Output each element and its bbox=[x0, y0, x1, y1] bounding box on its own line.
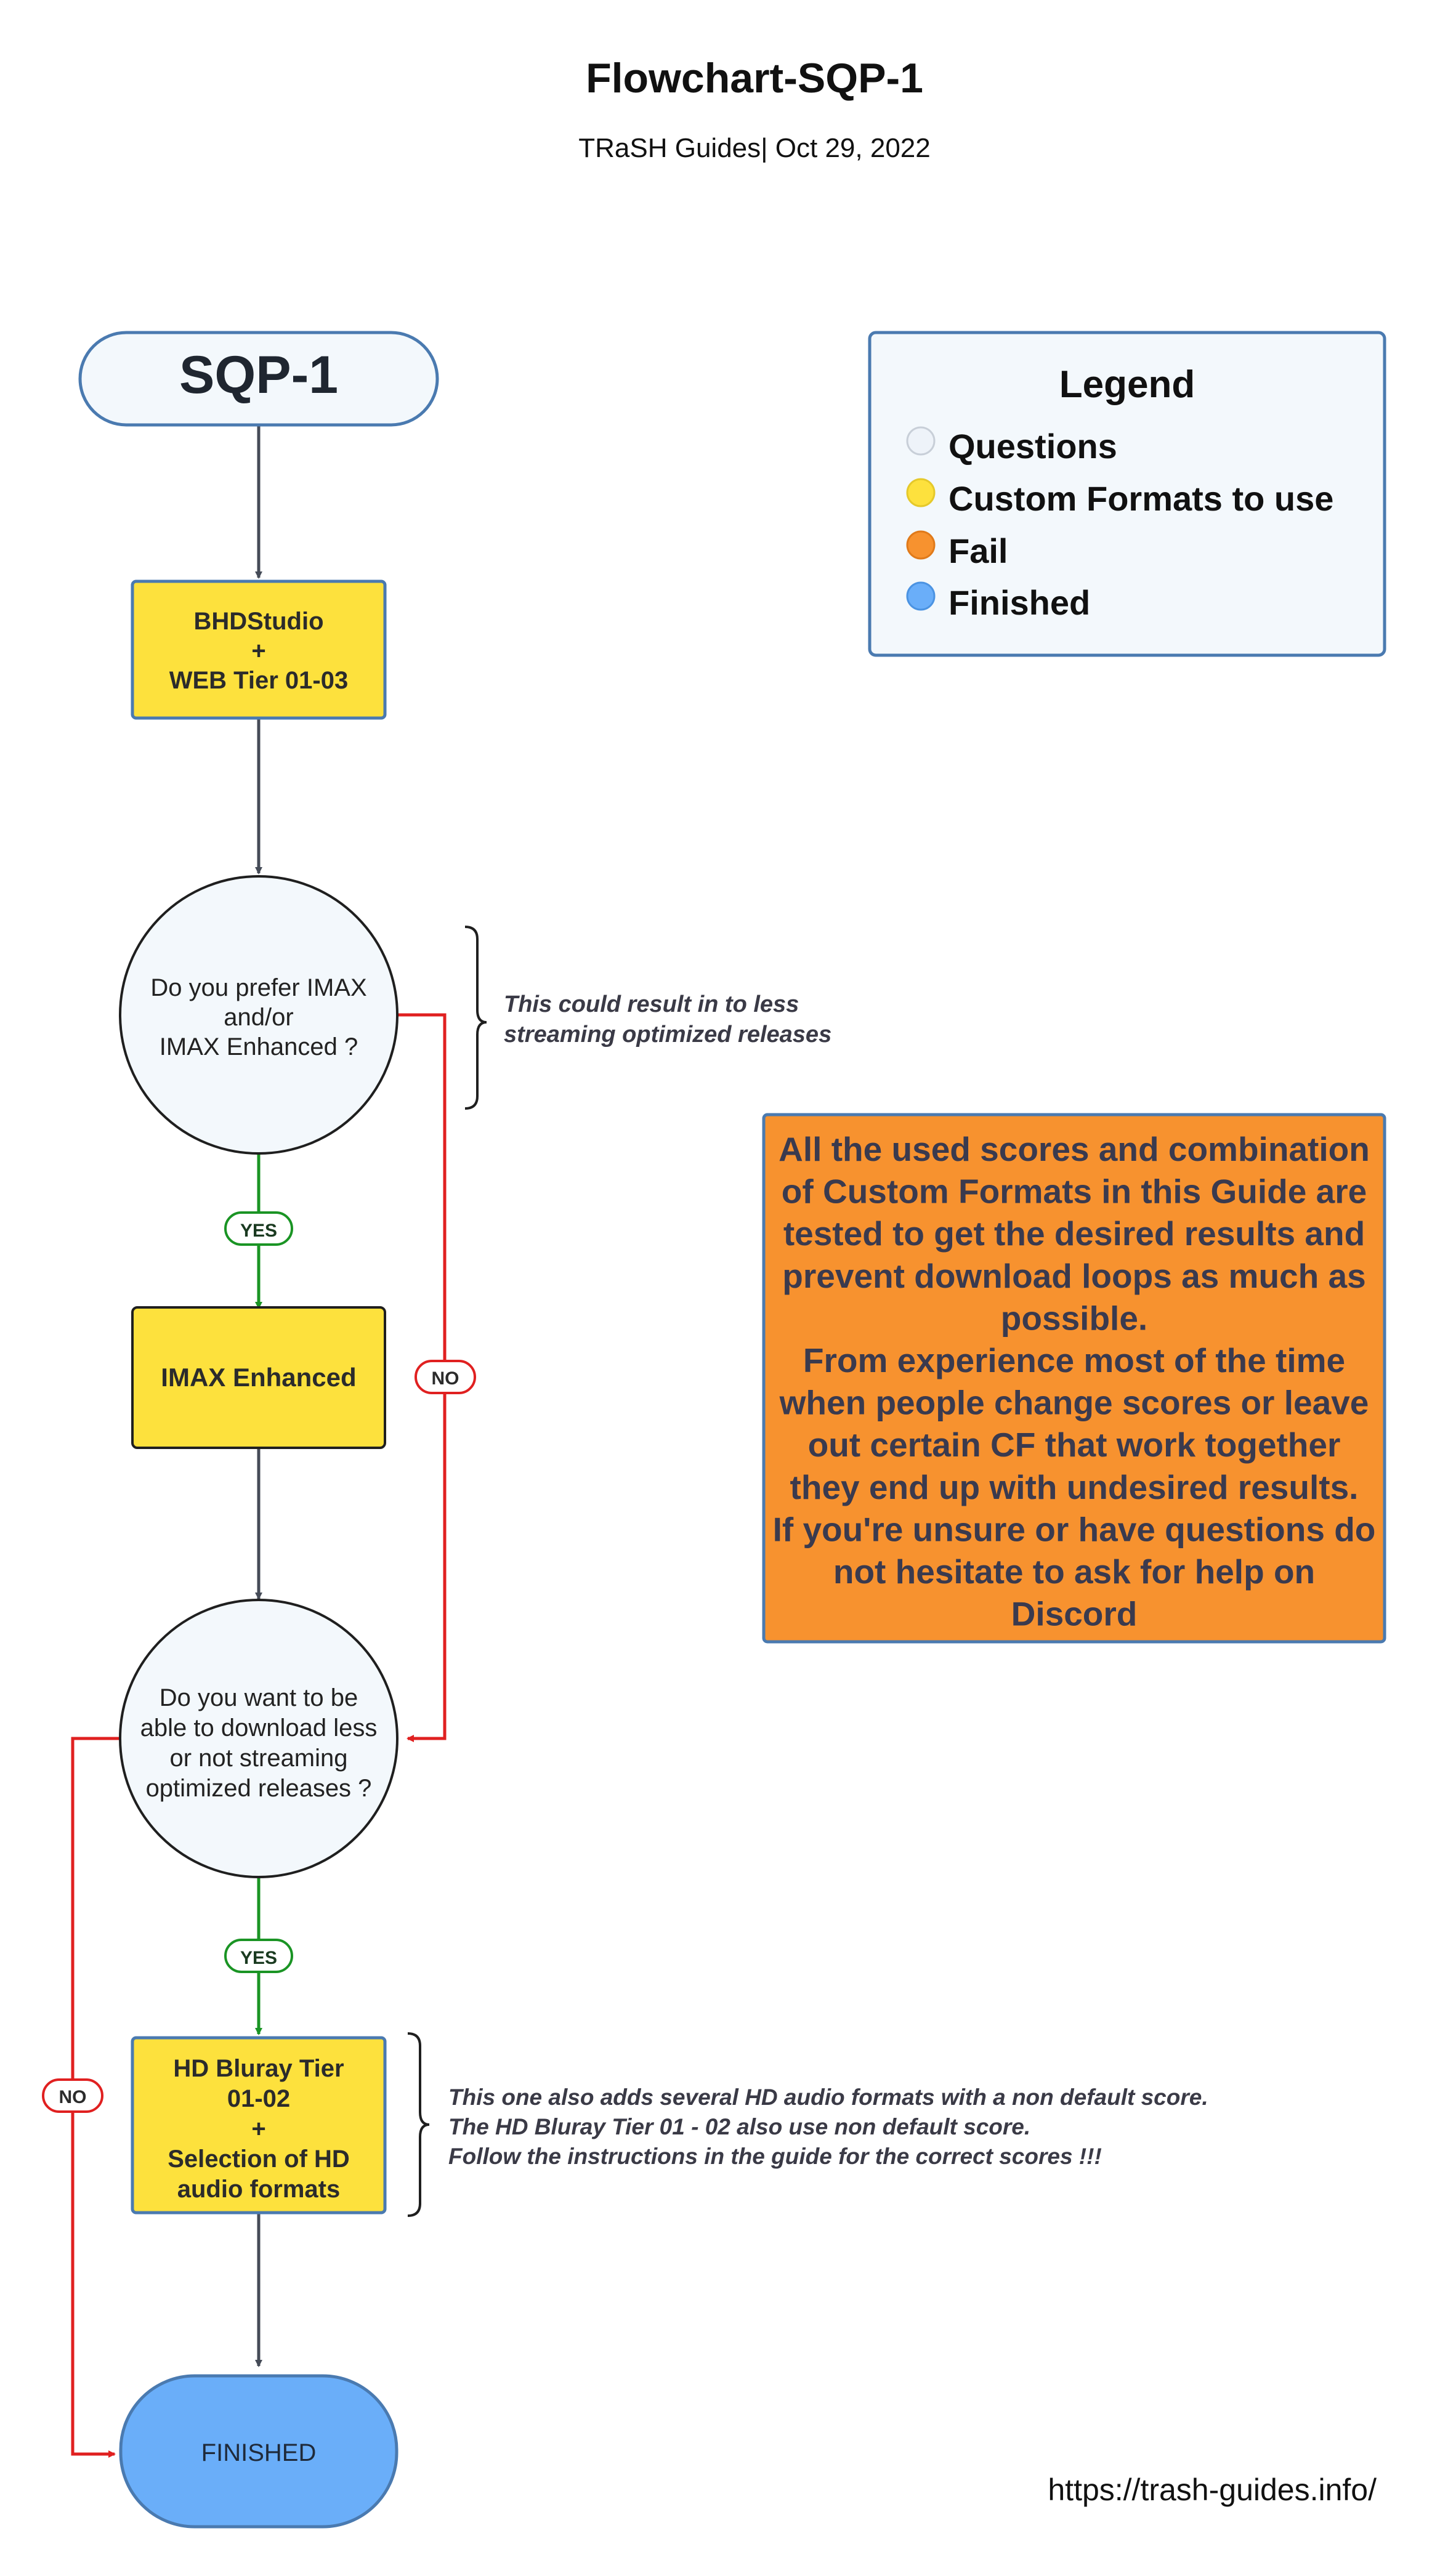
edge-label-stream-yes: YES bbox=[224, 1939, 293, 1973]
info-box-line: they end up with undesired results. bbox=[790, 1468, 1359, 1506]
footer-url[interactable]: https://trash-guides.info/ bbox=[1048, 2473, 1377, 2507]
node-question-streaming-line-2: able to download less bbox=[140, 1714, 378, 1742]
node-question-streaming-line-1: Do you want to be bbox=[160, 1684, 358, 1711]
node-question-imax-line-3: IMAX Enhanced ? bbox=[160, 1033, 358, 1060]
legend: Legend Questions Custom Formats to use F… bbox=[868, 331, 1386, 657]
node-question-imax-line-2: and/or bbox=[224, 1004, 293, 1031]
legend-item-finished: Finished bbox=[906, 581, 1090, 622]
node-imax-enhanced[interactable]: IMAX Enhanced bbox=[131, 1306, 386, 1449]
info-box-line: All the used scores and combination bbox=[779, 1130, 1370, 1168]
page-title: Flowchart-SQP-1 bbox=[586, 55, 923, 102]
node-imax-enhanced-label: IMAX Enhanced bbox=[161, 1363, 356, 1392]
node-finished-label: FINISHED bbox=[201, 2439, 317, 2466]
node-bhdstudio-line-3: WEB Tier 01-03 bbox=[169, 667, 349, 694]
note-imax-line-1: This could result in to less bbox=[504, 991, 799, 1017]
info-box-line: not hesitate to ask for help on bbox=[833, 1552, 1315, 1591]
info-box: All the used scores and combination of Cu… bbox=[762, 1113, 1386, 1644]
node-bhdstudio-line-2: + bbox=[251, 637, 265, 664]
legend-swatch-finished bbox=[906, 581, 936, 611]
edge-label-stream-no-text: NO bbox=[59, 2087, 87, 2107]
node-finished[interactable]: FINISHED bbox=[119, 2374, 398, 2529]
node-question-streaming-line-4: optimized releases ? bbox=[146, 1775, 372, 1802]
page-subtitle: TRaSH Guides| Oct 29, 2022 bbox=[578, 133, 930, 163]
edge-label-imax-no-text: NO bbox=[432, 1368, 459, 1389]
info-box-line: If you're unsure or have questions do bbox=[773, 1510, 1376, 1548]
node-hd-bluray-line-2: 01-02 bbox=[227, 2085, 290, 2112]
note-imax-line-2: streaming optimized releases bbox=[504, 1022, 831, 1048]
legend-label-finished: Finished bbox=[949, 583, 1090, 622]
info-box-line: tested to get the desired results and bbox=[783, 1214, 1365, 1253]
brace-imax-note bbox=[464, 926, 487, 1110]
node-hd-bluray-line-3: + bbox=[251, 2115, 265, 2142]
edge-label-stream-no: NO bbox=[42, 2078, 103, 2113]
node-start-label: SQP-1 bbox=[179, 345, 338, 405]
legend-swatch-fail bbox=[906, 530, 936, 560]
node-bhdstudio[interactable]: BHDStudio + WEB Tier 01-03 bbox=[131, 579, 387, 720]
note-hd-line-2: The HD Bluray Tier 01 - 02 also use non … bbox=[448, 2114, 1030, 2139]
node-question-streaming[interactable]: Do you want to be able to download less … bbox=[119, 1599, 398, 1878]
edge-label-imax-no: NO bbox=[415, 1360, 476, 1394]
node-hd-bluray-line-1: HD Bluray Tier bbox=[173, 2055, 344, 2082]
info-box-line: possible. bbox=[1001, 1299, 1147, 1337]
info-box-line: out certain CF that work together bbox=[808, 1426, 1341, 1464]
legend-label-questions: Questions bbox=[949, 427, 1117, 466]
info-box-line: Discord bbox=[1011, 1595, 1138, 1633]
legend-title: Legend bbox=[1059, 363, 1195, 406]
legend-label-fail: Fail bbox=[949, 531, 1008, 570]
legend-item-custom-formats: Custom Formats to use bbox=[906, 478, 1333, 518]
node-hd-bluray-line-5: audio formats bbox=[177, 2176, 340, 2203]
legend-swatch-custom-formats bbox=[906, 478, 936, 507]
brace-hd-note bbox=[407, 2032, 430, 2217]
legend-item-questions: Questions bbox=[906, 426, 1117, 466]
note-hd-line-1: This one also adds several HD audio form… bbox=[448, 2085, 1208, 2110]
edge-label-imax-yes-text: YES bbox=[240, 1221, 277, 1241]
node-hd-bluray[interactable]: HD Bluray Tier 01-02 + Selection of HD a… bbox=[131, 2036, 387, 2215]
node-question-imax[interactable]: Do you prefer IMAX and/or IMAX Enhanced … bbox=[119, 875, 398, 1155]
legend-item-fail: Fail bbox=[906, 530, 1008, 570]
info-box-line: of Custom Formats in this Guide are bbox=[782, 1173, 1367, 1211]
info-box-line: From experience most of the time bbox=[803, 1341, 1345, 1379]
node-question-imax-line-1: Do you prefer IMAX bbox=[150, 974, 366, 1001]
legend-swatch-questions bbox=[906, 426, 936, 456]
info-box-line: when people change scores or leave bbox=[779, 1384, 1369, 1422]
info-box-line: prevent download loops as much as bbox=[782, 1257, 1365, 1295]
node-question-streaming-line-3: or not streaming bbox=[169, 1745, 347, 1772]
edge-label-imax-yes: YES bbox=[224, 1211, 293, 1246]
note-hd-line-3: Follow the instructions in the guide for… bbox=[448, 2144, 1102, 2169]
legend-label-custom-formats: Custom Formats to use bbox=[949, 479, 1333, 518]
node-hd-bluray-line-4: Selection of HD bbox=[168, 2146, 350, 2173]
edge-label-stream-yes-text: YES bbox=[240, 1948, 277, 1968]
node-bhdstudio-line-1: BHDStudio bbox=[193, 608, 323, 635]
node-start[interactable]: SQP-1 bbox=[78, 331, 439, 427]
info-box-lines: All the used scores and combination of Cu… bbox=[773, 1130, 1376, 1633]
